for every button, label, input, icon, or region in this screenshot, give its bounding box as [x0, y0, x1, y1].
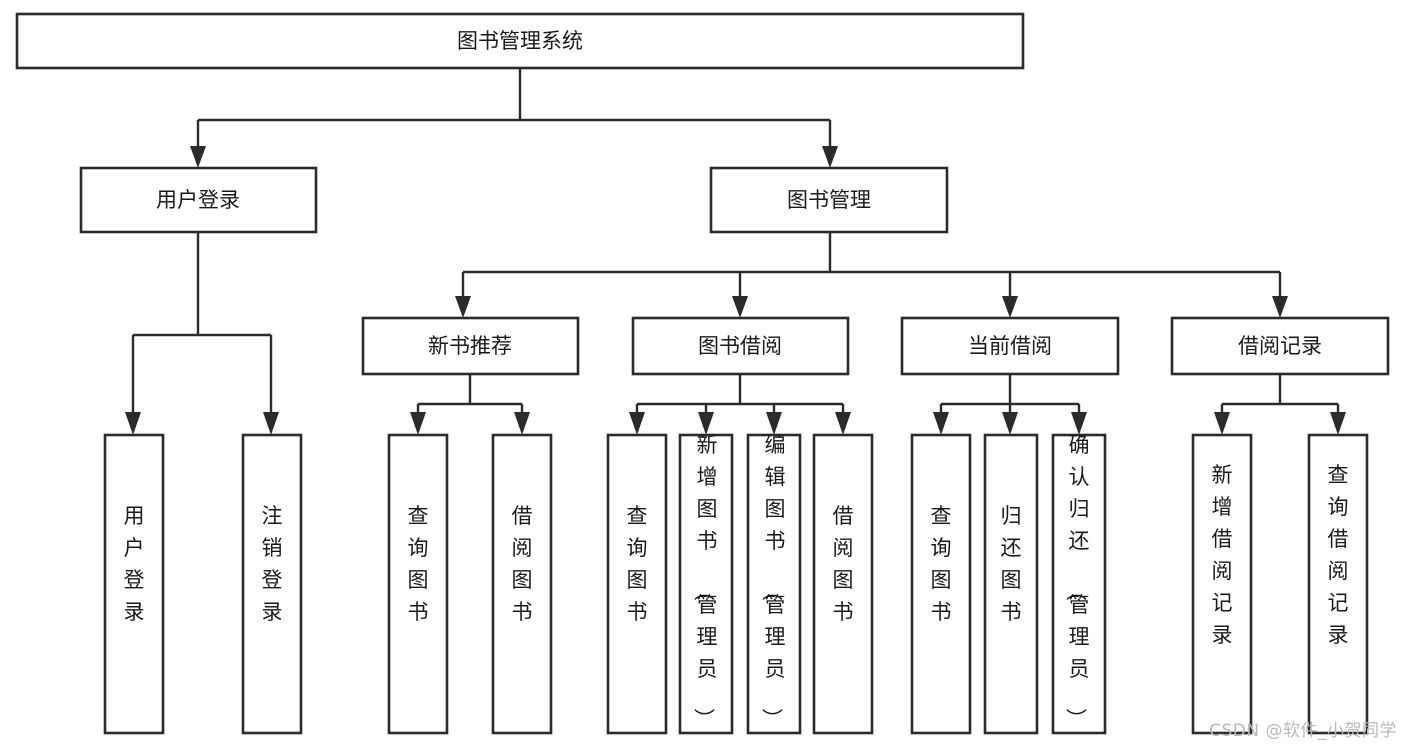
arrow-to-leaf-add-book — [698, 412, 714, 435]
node-borrow-record-box[interactable] — [1170, 316, 1390, 376]
node-leaf-query-book-1-box[interactable] — [387, 433, 449, 735]
node-book-manage-box[interactable] — [709, 166, 949, 234]
node-leaf-add-record[interactable]: 新增借阅记录 — [1191, 433, 1253, 735]
arrow-to-leaf-edit-book — [766, 412, 782, 435]
node-leaf-add-book-label: 新增图书（管理员） — [692, 433, 718, 729]
node-borrow-record[interactable]: 借阅记录 — [1170, 316, 1390, 376]
node-leaf-add-record-label: 新增借阅记录 — [1212, 463, 1233, 647]
node-book-borrow-box[interactable] — [631, 316, 850, 376]
node-leaf-query-book-3-label: 查询图书 — [931, 504, 952, 624]
node-leaf-query-record-box[interactable] — [1307, 433, 1369, 735]
arrow-to-leaf-borrow-book-1 — [514, 412, 530, 435]
node-book-manage-label: 图书管理 — [787, 188, 871, 212]
node-book-borrow-label: 图书借阅 — [698, 334, 782, 358]
node-leaf-logout-label: 注销登录 — [262, 504, 283, 624]
arrow-to-leaf-return-book — [1002, 412, 1018, 435]
node-leaf-borrow-book-2-label: 借阅图书 — [833, 504, 854, 624]
node-root-label: 图书管理系统 — [457, 29, 583, 53]
node-leaf-add-book-box[interactable] — [678, 433, 734, 735]
node-leaf-borrow-book-2[interactable]: 借阅图书 — [812, 433, 874, 735]
node-leaf-edit-book[interactable]: 编辑图书（管理员） — [746, 433, 802, 735]
node-leaf-add-record-box[interactable] — [1191, 433, 1253, 735]
arrow-root-to-user-login — [190, 146, 206, 168]
arrow-to-leaf-confirm-return — [1071, 412, 1087, 435]
arrow-to-leaf-query-book-2 — [629, 412, 645, 435]
node-root-box[interactable] — [15, 12, 1025, 70]
node-user-login[interactable]: 用户登录 — [79, 166, 318, 234]
node-new-book-rec[interactable]: 新书推荐 — [361, 316, 580, 376]
node-borrow-record-label: 借阅记录 — [1238, 334, 1322, 358]
node-leaf-query-book-1[interactable]: 查询图书 — [387, 433, 449, 735]
node-new-book-rec-box[interactable] — [361, 316, 580, 376]
node-leaf-confirm-return-box[interactable] — [1051, 433, 1107, 735]
arrow-to-leaf-add-record — [1214, 412, 1230, 435]
node-book-manage[interactable]: 图书管理 — [709, 166, 949, 234]
connector-layer — [125, 68, 1346, 435]
node-leaf-return-book-box[interactable] — [983, 433, 1039, 735]
node-root[interactable]: 图书管理系统 — [15, 12, 1025, 70]
node-leaf-borrow-book-2-box[interactable] — [812, 433, 874, 735]
arrow-to-leaf-query-record — [1330, 412, 1346, 435]
node-leaf-edit-book-label: 编辑图书（管理员） — [760, 433, 786, 729]
node-current-borrow-label: 当前借阅 — [968, 334, 1052, 358]
arrow-to-leaf-borrow-book-2 — [835, 412, 851, 435]
node-leaf-return-book-label: 归还图书 — [1001, 504, 1022, 624]
arrow-to-borrow-record — [1272, 296, 1288, 318]
node-leaf-borrow-book-1[interactable]: 借阅图书 — [491, 433, 553, 735]
node-leaf-user-login-box[interactable] — [103, 433, 165, 735]
node-leaf-query-book-3-box[interactable] — [910, 433, 972, 735]
node-leaf-return-book[interactable]: 归还图书 — [983, 433, 1039, 735]
node-leaf-user-login[interactable]: 用户登录 — [103, 433, 165, 735]
node-leaf-confirm-return[interactable]: 确认归还（管理员） — [1051, 433, 1107, 735]
node-leaf-query-book-3[interactable]: 查询图书 — [910, 433, 972, 735]
node-leaf-query-record[interactable]: 查询借阅记录 — [1307, 433, 1369, 735]
node-book-borrow[interactable]: 图书借阅 — [631, 316, 850, 376]
arrow-to-current-borrow — [1002, 296, 1018, 318]
node-current-borrow[interactable]: 当前借阅 — [900, 316, 1120, 376]
arrow-root-to-book-manage — [822, 146, 838, 168]
node-leaf-add-book[interactable]: 新增图书（管理员） — [678, 433, 734, 735]
node-leaf-query-book-2-label: 查询图书 — [627, 504, 648, 624]
arrow-to-book-borrow — [732, 296, 748, 318]
node-user-login-label: 用户登录 — [156, 188, 240, 212]
node-leaf-logout[interactable]: 注销登录 — [241, 433, 303, 735]
arrow-to-leaf-query-book-1 — [410, 412, 426, 435]
node-leaf-confirm-return-label: 确认归还（管理员） — [1064, 433, 1090, 729]
node-leaf-user-login-label: 用户登录 — [124, 504, 145, 624]
node-leaf-query-book-2[interactable]: 查询图书 — [606, 433, 668, 735]
node-leaf-borrow-book-1-label: 借阅图书 — [512, 504, 533, 624]
node-leaf-borrow-book-1-box[interactable] — [491, 433, 553, 735]
node-leaf-logout-box[interactable] — [241, 433, 303, 735]
arrow-to-leaf-user-login — [125, 412, 141, 435]
node-leaf-query-record-label: 查询借阅记录 — [1328, 463, 1349, 647]
node-user-login-box[interactable] — [79, 166, 318, 234]
node-leaf-query-book-2-box[interactable] — [606, 433, 668, 735]
node-leaf-query-book-1-label: 查询图书 — [408, 504, 429, 624]
arrow-to-leaf-logout — [263, 412, 279, 435]
node-new-book-rec-label: 新书推荐 — [428, 334, 512, 358]
node-leaf-edit-book-box[interactable] — [746, 433, 802, 735]
arrow-to-new-book-rec — [455, 296, 471, 318]
node-current-borrow-box[interactable] — [900, 316, 1120, 376]
arrow-to-leaf-query-book-3 — [933, 412, 949, 435]
